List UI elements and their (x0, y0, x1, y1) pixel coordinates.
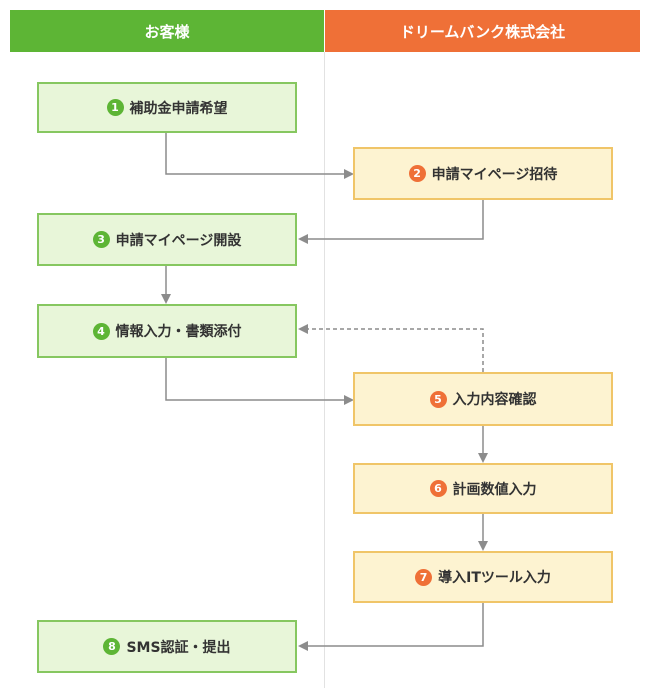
step-4-box: 4 情報入力・書類添付 (37, 304, 297, 358)
arrow-4-to-5 (165, 358, 354, 405)
step-3-box: 3 申請マイページ開設 (37, 213, 297, 266)
step-7-box: 7 導入ITツール入力 (353, 551, 613, 603)
step-6-box: 6 計画数値入力 (353, 463, 613, 514)
step-2-number: 2 (408, 165, 426, 182)
arrow-1-to-2 (165, 133, 354, 179)
step-3-label: 申請マイページ開設 (115, 232, 242, 249)
step-8-number: 8 (103, 638, 121, 655)
lane-divider (324, 52, 325, 688)
arrow-2-to-3 (298, 200, 484, 244)
company-lane-header: ドリームバンク株式会社 (325, 10, 640, 52)
step-7-number: 7 (415, 568, 433, 586)
step-5-label: 入力内容確認 (452, 392, 537, 408)
arrow-7-to-8 (298, 603, 484, 651)
step-1-label: 補助金申請希望 (129, 100, 228, 117)
step-6-label: 計画数値入力 (452, 481, 537, 498)
step-8-box: 8 SMS認証・提出 (37, 620, 297, 673)
step-1-box: 1 補助金申請希望 (37, 82, 297, 133)
step-4-number: 4 (92, 322, 110, 340)
step-1-number: 1 (106, 99, 124, 116)
step-6-number: 6 (429, 480, 447, 497)
step-8-label: SMS認証・提出 (126, 639, 231, 656)
step-2-box: 2 申請マイページ招待 (353, 147, 613, 200)
step-5-box: 5 入力内容確認 (353, 372, 613, 426)
step-4-label: 情報入力・書類添付 (115, 324, 242, 340)
step-5-number: 5 (429, 390, 447, 408)
step-2-label: 申請マイページ招待 (431, 166, 558, 183)
step-7-label: 導入ITツール入力 (438, 570, 551, 586)
customer-lane-header: お客様 (10, 10, 324, 52)
arrow-5-to-4-feedback (298, 324, 484, 372)
step-3-number: 3 (92, 231, 110, 248)
